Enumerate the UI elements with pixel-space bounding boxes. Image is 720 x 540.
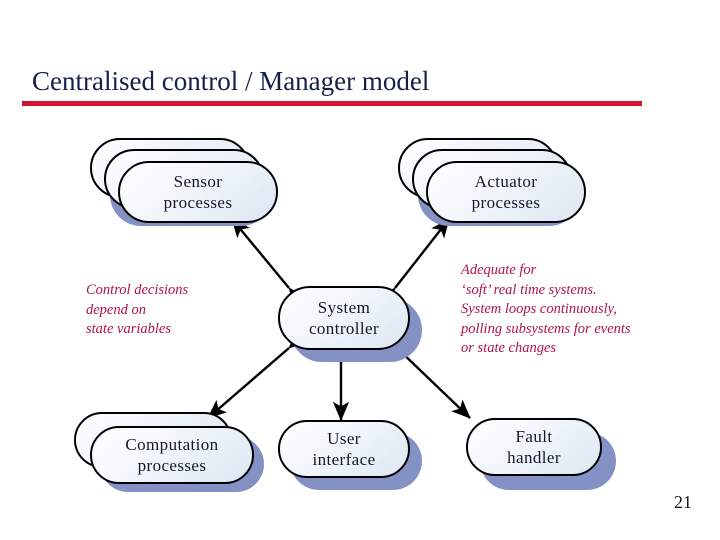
connector-controller-computation	[207, 329, 309, 419]
page-title: Centralised control / Manager model	[32, 66, 430, 96]
page-number: 21	[674, 492, 692, 512]
connector-controller-fault	[378, 329, 471, 419]
annotation-control-decisions: Control decisions depend on state variab…	[86, 282, 189, 337]
connector-controller-sensor	[231, 218, 307, 308]
annotation-adequate-for-soft-realtime: Adequate for ‘soft’ real time systems. S…	[461, 262, 631, 356]
title-underline-rule	[22, 101, 642, 106]
connector-controller-actuator	[377, 218, 450, 308]
